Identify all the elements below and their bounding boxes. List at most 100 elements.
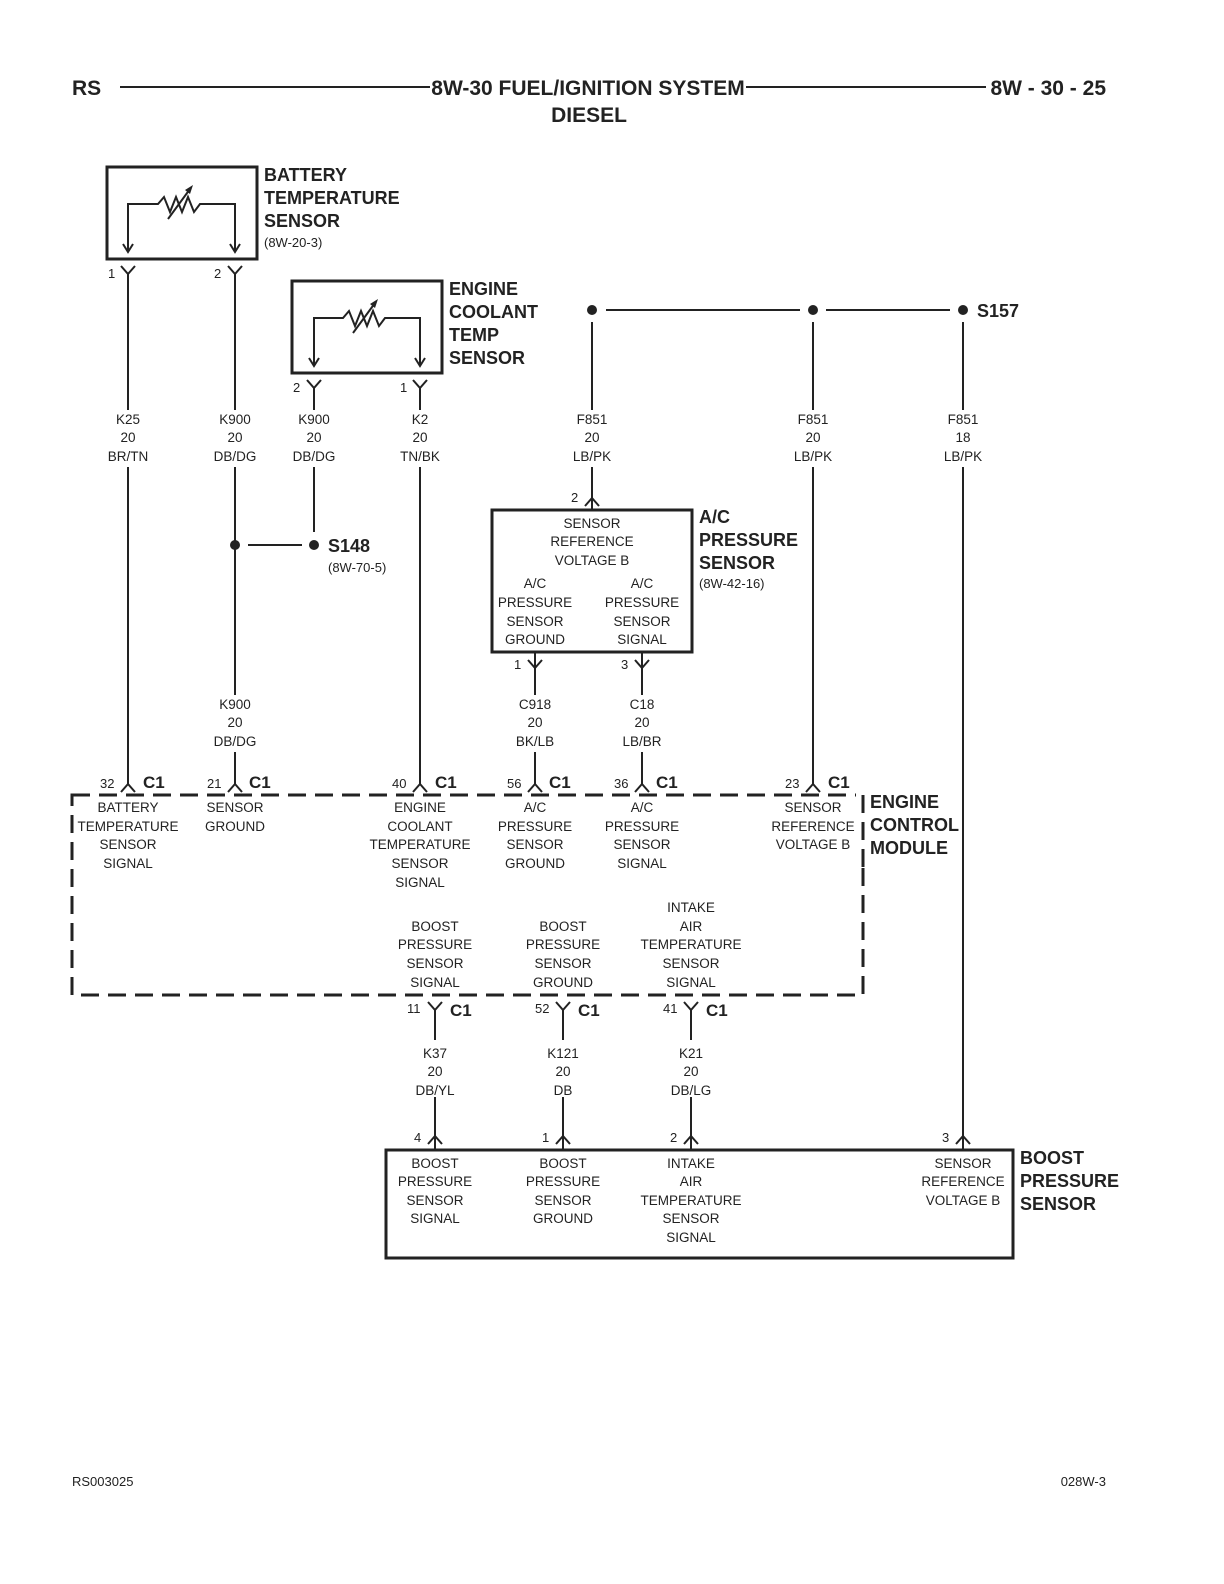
- pin-label: SENSOR: [534, 956, 591, 971]
- splice-dot: [808, 305, 818, 315]
- connector-id: C1: [249, 773, 271, 792]
- pin-label: SENSOR: [784, 800, 841, 815]
- wire-color: DB/DG: [214, 734, 257, 749]
- pin-label: TEMPERATURE: [640, 937, 741, 952]
- pin-label: REFERENCE: [550, 534, 633, 549]
- component-ref: (8W-20-3): [264, 235, 322, 250]
- connector-id: C1: [435, 773, 457, 792]
- connector-id: C1: [656, 773, 678, 792]
- ac-pressure-sensor: 2 SENSOR REFERENCE VOLTAGE B A/C PRESSUR…: [490, 490, 798, 672]
- pin-number: 21: [207, 776, 221, 791]
- wire-id: K37: [423, 1046, 447, 1061]
- pin-label: A/C: [631, 800, 654, 815]
- wire-color: DB/DG: [214, 449, 257, 464]
- connector-id: C1: [706, 1001, 728, 1020]
- wire-gauge: 20: [634, 715, 649, 730]
- ecm-top-connectors: 32 C1 21 C1 40 C1 56 C1 36 C1 23 C1: [100, 773, 850, 793]
- wire-gauge: 20: [427, 1064, 442, 1079]
- battery-temp-sensor-box: [105, 165, 259, 261]
- pin-number: 4: [414, 1130, 421, 1145]
- pin-number: 3: [621, 657, 628, 672]
- wire-id: K900: [219, 412, 251, 427]
- pin-label: PRESSURE: [398, 937, 472, 952]
- pin-number: 41: [663, 1001, 677, 1016]
- battery-temperature-sensor: BATTERY TEMPERATURE SENSOR (8W-20-3) 1 2: [105, 165, 400, 281]
- pin-label: BOOST: [411, 919, 458, 934]
- inner-arrow-icon: [122, 243, 134, 254]
- connector-female-icon: [227, 265, 243, 276]
- wire-id: K900: [298, 412, 330, 427]
- pin-label: PRESSURE: [526, 1174, 600, 1189]
- wire-gauge: 20: [683, 1064, 698, 1079]
- lower-wires: K37 20 DB/YL K121 20 DB K21 20 DB/LG: [415, 1010, 711, 1136]
- pin-number: 2: [214, 266, 221, 281]
- thermistor-symbol: [313, 308, 421, 366]
- pin-label: BOOST: [539, 919, 586, 934]
- pin-number: 1: [108, 266, 115, 281]
- wire-color: LB/PK: [794, 449, 832, 464]
- pin-label: PRESSURE: [605, 595, 679, 610]
- component-title: PRESSURE: [1020, 1171, 1119, 1191]
- wire-id: F851: [577, 412, 608, 427]
- wire-id: K2: [412, 412, 429, 427]
- splice-s148: S148 (8W-70-5): [230, 536, 386, 575]
- pin-number: 36: [614, 776, 628, 791]
- component-title: ENGINE: [449, 279, 518, 299]
- pin-label: SIGNAL: [103, 856, 153, 871]
- pin-number: 11: [407, 1001, 421, 1016]
- wire-id: C18: [630, 697, 655, 712]
- component-title: A/C: [699, 507, 730, 527]
- pin-label: SENSOR: [662, 956, 719, 971]
- wire-color: LB/PK: [944, 449, 982, 464]
- pin-label: GROUND: [505, 632, 565, 647]
- component-title: SENSOR: [1020, 1194, 1096, 1214]
- wire-gauge: 20: [227, 430, 242, 445]
- pin-label: GROUND: [505, 856, 565, 871]
- wire-gauge: 20: [584, 430, 599, 445]
- pin-label: SENSOR: [934, 1156, 991, 1171]
- pin-number: 1: [514, 657, 521, 672]
- wire-color: DB/YL: [415, 1083, 455, 1098]
- ecm-bottom-pin-labels: BOOST PRESSURE SENSOR SIGNAL BOOST PRESS…: [398, 900, 742, 990]
- splice-ref: (8W-70-5): [328, 560, 386, 575]
- pin-number: 2: [571, 490, 578, 505]
- connector-id: C1: [828, 773, 850, 792]
- arrow-head-icon: [185, 185, 193, 194]
- wire-gauge: 20: [555, 1064, 570, 1079]
- connector-id: C1: [578, 1001, 600, 1020]
- wire-gauge: 20: [227, 715, 242, 730]
- connector-male-icon: [412, 782, 428, 793]
- wire-labels-upper: K25 20 BR/TN K900 20 DB/DG K900 20 DB/DG…: [108, 412, 982, 749]
- component-title: MODULE: [870, 838, 948, 858]
- pin-label: VOLTAGE B: [926, 1193, 1001, 1208]
- variable-arrow-icon: [352, 302, 376, 334]
- pin-number: 56: [507, 776, 521, 791]
- pin-label: TEMPERATURE: [369, 837, 470, 852]
- footer-right: 028W-3: [1061, 1474, 1106, 1489]
- arrow-head-icon: [370, 299, 378, 308]
- pin-label: TEMPERATURE: [77, 819, 178, 834]
- pin-label: SIGNAL: [617, 856, 667, 871]
- wire-gauge: 18: [955, 430, 970, 445]
- header-left: RS: [72, 77, 101, 100]
- pin-label: SENSOR: [613, 614, 670, 629]
- coolant-sensor-box: [290, 279, 444, 375]
- ecm-top-pin-labels: BATTERY TEMPERATURE SENSOR SIGNAL SENSOR…: [77, 800, 854, 890]
- wire-id: K900: [219, 697, 251, 712]
- ecm-dashed-outline: [70, 793, 865, 997]
- pin-label: SENSOR: [391, 856, 448, 871]
- pin-label: SENSOR: [563, 516, 620, 531]
- wire-color: TN/BK: [400, 449, 440, 464]
- inner-arrow-icon: [308, 357, 320, 368]
- component-title: TEMP: [449, 325, 499, 345]
- pin-label: A/C: [631, 576, 654, 591]
- connector-female-icon: [120, 265, 136, 276]
- wire-gauge: 20: [805, 430, 820, 445]
- splice-dot: [587, 305, 597, 315]
- component-ref: (8W-42-16): [699, 576, 765, 591]
- connector-male-icon: [527, 782, 543, 793]
- pin-label: TEMPERATURE: [640, 1193, 741, 1208]
- pin-label: PRESSURE: [498, 595, 572, 610]
- pin-number: 2: [293, 380, 300, 395]
- pin-number: 23: [785, 776, 799, 791]
